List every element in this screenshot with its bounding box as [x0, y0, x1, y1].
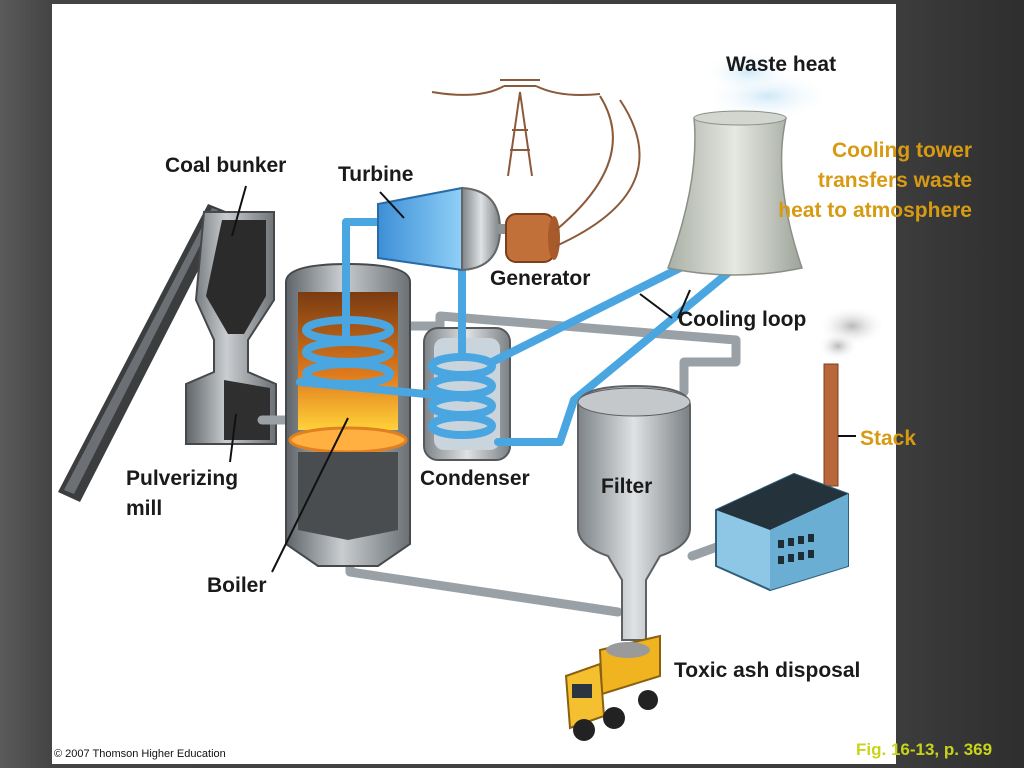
turbine [377, 186, 514, 272]
coal-conveyor [58, 204, 228, 502]
dump-truck [564, 634, 661, 741]
coal-bunker-label: Coal bunker [165, 154, 287, 177]
factory-building [715, 472, 849, 592]
turbine-label: Turbine [338, 163, 414, 186]
boiler-label: Boiler [207, 574, 267, 597]
leader-lines [229, 185, 856, 573]
generator-label: Generator [490, 267, 591, 290]
cooling-tower-label: Cooling tower transfers waste heat to at… [778, 139, 972, 222]
generator [505, 213, 560, 263]
transmission-tower [431, 79, 641, 247]
filter [577, 384, 691, 641]
figure-caption: Fig. 16-13, p. 369 [856, 740, 993, 759]
steam-water-loop [296, 218, 738, 446]
cooling-tower [666, 50, 832, 276]
toxic-ash-disposal-label: Toxic ash disposal [674, 659, 861, 682]
copyright-notice: © 2007 Thomson Higher Education [54, 748, 226, 760]
filter-label: Filter [601, 475, 653, 498]
pulverizing-mill-label: Pulverizing mill [126, 467, 239, 520]
cooling-loop-label: Cooling loop [678, 308, 807, 331]
smoke-stack [818, 306, 886, 487]
condenser-label: Condenser [420, 467, 530, 490]
waste-heat-label: Waste heat [726, 53, 837, 76]
stack-label: Stack [860, 427, 917, 450]
